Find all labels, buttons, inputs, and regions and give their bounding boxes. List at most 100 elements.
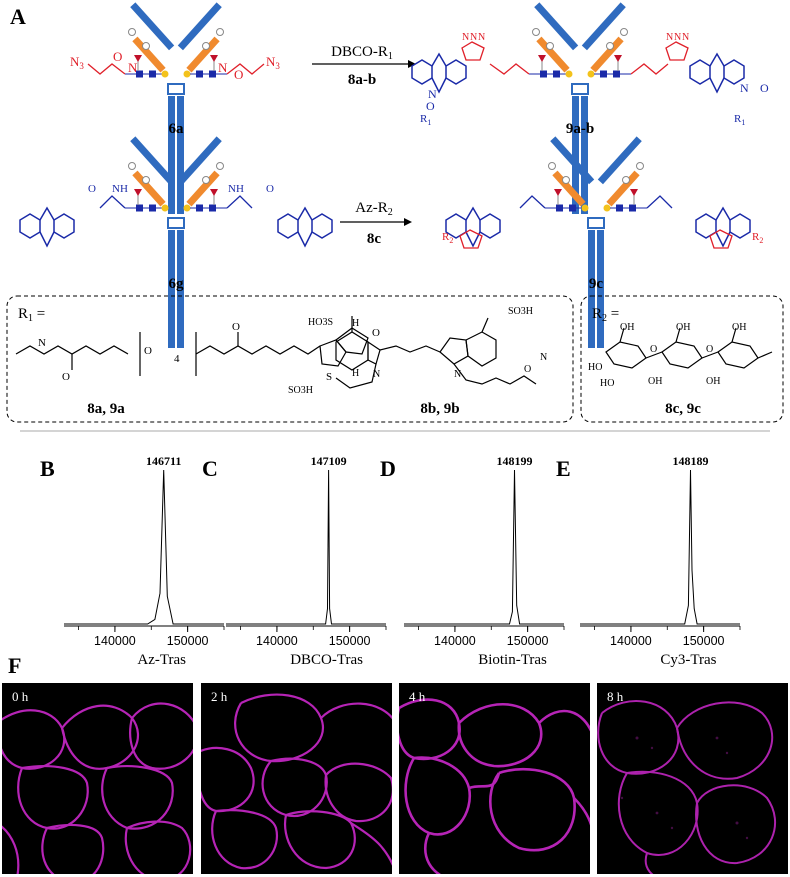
carbonyl-o-right: O xyxy=(266,183,274,195)
label-8a-9a: 8a, 9a xyxy=(87,401,125,417)
spectrum-trace-d xyxy=(404,469,564,625)
amide-o-right: O xyxy=(760,81,769,95)
reagent-8a-b: 8a-b xyxy=(348,72,376,88)
biotin-carbonyl-o: O xyxy=(232,321,240,333)
amide-o-left: O xyxy=(426,99,435,113)
biotin-o: O xyxy=(372,327,380,339)
compound-6g-label: 6g xyxy=(169,276,185,292)
reaction-arrow-1 xyxy=(312,60,416,68)
oxime-o-right: O xyxy=(234,67,243,82)
reagent-az-r2: Az-R2 xyxy=(355,200,393,218)
glyco-oh-5: OH xyxy=(706,376,720,387)
x-tick-label: 140000 xyxy=(256,634,298,648)
cell-membranes-4h xyxy=(399,698,590,874)
reaction-arrow-2 xyxy=(340,218,412,226)
triazole-n-left: N xyxy=(462,32,469,43)
peg-n-subscript: 4 xyxy=(174,353,180,365)
cy3-n: N xyxy=(454,369,461,380)
spectrum-caption-e: Cy3-Tras xyxy=(660,652,716,668)
x-tick-label: 140000 xyxy=(94,634,136,648)
amine-n-peg: N xyxy=(38,337,46,349)
cy3-carbonyl-o: O xyxy=(524,364,531,375)
glyco-ho-1: HO xyxy=(588,362,602,373)
compound-6a-label: 6a xyxy=(169,121,185,137)
label-8c-9c: 8c, 9c xyxy=(665,401,701,417)
cy3-structure xyxy=(335,316,537,389)
carbonyl-o-left: O xyxy=(88,183,96,195)
label-8b-9b: 8b, 9b xyxy=(420,401,459,417)
x-tick-label: 150000 xyxy=(329,634,371,648)
so3h-label-c: SO3H xyxy=(288,385,313,396)
cell-membranes-8h xyxy=(597,700,776,874)
glyco-oh-1: OH xyxy=(620,322,634,333)
antibody-6a: N3 N3 O O N N xyxy=(70,1,280,216)
spectrum-caption-b: Az-Tras xyxy=(137,652,186,668)
glyco-oh-4: OH xyxy=(648,376,662,387)
amide-nh-left: NH xyxy=(112,183,128,195)
triazole-n-left-3: N xyxy=(478,32,485,43)
so3h-label-a: HO3S xyxy=(308,317,333,328)
timepoint-label-8h: 8 h xyxy=(607,689,624,704)
antibody-6g: NH NH O O xyxy=(19,135,333,349)
biotin-nh-bottom: H xyxy=(352,368,359,379)
glyco-o-1: O xyxy=(650,344,657,355)
r1-right: R1 xyxy=(734,113,745,127)
biotin-s: S xyxy=(326,371,332,383)
panel-label-b: B xyxy=(40,456,55,481)
cell-membranes-2h xyxy=(201,693,392,870)
glyco-ho-2: HO xyxy=(600,378,614,389)
spectrum-trace-c xyxy=(226,469,386,625)
panel-label-f: F xyxy=(8,653,21,678)
azide-group-left: N3 xyxy=(70,54,84,71)
triazole-n-right: N xyxy=(666,32,673,43)
triazole-n-right-3: N xyxy=(682,32,689,43)
r2-definition-box xyxy=(580,295,784,423)
r2-title: R2 = xyxy=(592,306,619,324)
timepoint-label-4h: 4 h xyxy=(409,689,426,704)
x-tick-label: 150000 xyxy=(167,634,209,648)
so3h-label-b: SO3H xyxy=(508,306,533,317)
microscopy-2h: 2 h xyxy=(201,683,392,874)
cy3-n-plus: N xyxy=(373,369,380,380)
glyco-oh-3: OH xyxy=(732,322,746,333)
compound-9c-label: 9c xyxy=(589,276,604,292)
oxime-o-left: O xyxy=(113,49,122,64)
amide-n-right: N xyxy=(740,81,749,95)
panel-label-e: E xyxy=(556,456,571,481)
azide-group-right: N3 xyxy=(266,54,280,71)
glyco-oh-2: OH xyxy=(676,322,690,333)
biotin-peg-structure xyxy=(15,327,369,376)
r1-title: R1 = xyxy=(18,306,45,324)
microscopy-0h: 0 h xyxy=(2,683,193,874)
oxime-n-left: N xyxy=(128,60,138,75)
r2-left: R2 xyxy=(442,231,453,245)
x-tick-label: 140000 xyxy=(434,634,476,648)
panel-label-a: A xyxy=(10,4,26,29)
peg-o: O xyxy=(144,345,152,357)
cy3-amide-n: N xyxy=(540,352,547,363)
x-tick-label: 150000 xyxy=(683,634,725,648)
spectrum-caption-d: Biotin-Tras xyxy=(478,652,547,668)
timepoint-label-2h: 2 h xyxy=(211,689,228,704)
peak-label-e: 148189 xyxy=(672,454,708,468)
reagent-dbco-r1: DBCO-R1 xyxy=(331,44,393,62)
compound-9a-b-label: 9a-b xyxy=(566,121,594,137)
x-tick-label: 150000 xyxy=(507,634,549,648)
panel-label-d: D xyxy=(380,456,396,481)
r1-definition-box xyxy=(6,295,574,423)
peak-label-b: 146711 xyxy=(146,454,181,468)
carbonyl-o-peg: O xyxy=(62,371,70,383)
panel-label-c: C xyxy=(202,456,218,481)
peak-label-c: 147109 xyxy=(311,454,347,468)
amide-n-left: N xyxy=(428,87,437,101)
amide-nh-right: NH xyxy=(228,183,244,195)
biotin-nh-top: H xyxy=(352,318,359,329)
triazole-n-left-2: N xyxy=(470,32,477,43)
glyco-o-2: O xyxy=(706,344,713,355)
timepoint-label-0h: 0 h xyxy=(12,689,29,704)
antibody-9a-b: N N N N N N O N R1 N O R1 xyxy=(411,1,769,216)
triazole-n-right-2: N xyxy=(674,32,681,43)
spectrum-caption-c: DBCO-Tras xyxy=(290,652,363,668)
